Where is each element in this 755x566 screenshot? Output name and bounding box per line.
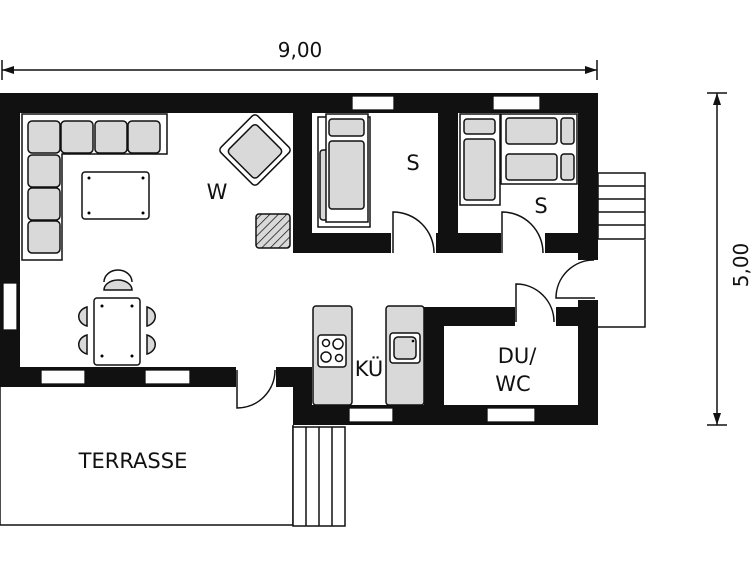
room-label-bedroom-2: S (534, 194, 547, 218)
depth-dimension: 5,00 (707, 92, 753, 426)
bed-bedroom-2 (500, 113, 578, 185)
side-stairs (597, 172, 646, 328)
kitchen-counter-stove (312, 305, 353, 406)
kitchen-counter-sink (385, 305, 425, 406)
width-label: 9,00 (278, 38, 323, 62)
room-label-living: W (207, 180, 228, 204)
room-label-bedroom-1: S (406, 151, 419, 175)
bed-bedroom-1 (317, 113, 371, 228)
armchair (219, 114, 291, 186)
corner-sofa (21, 113, 168, 261)
room-label-bath-line-1: DU/ (498, 344, 538, 368)
room-label-bath-line-2: WC (495, 372, 530, 396)
front-stairs (292, 426, 346, 527)
room-label-terrace: TERRASSE (78, 449, 188, 473)
coffee-table (81, 171, 150, 220)
room-label-kitchen: KÜ (355, 356, 384, 381)
dining-table (78, 269, 156, 366)
windows (2, 95, 541, 423)
depth-label: 5,00 (729, 243, 753, 288)
doors (236, 211, 595, 409)
width-dimension: 9,00 (1, 38, 598, 80)
bunk-bed-bedroom-2 (459, 113, 501, 206)
stove (255, 213, 291, 249)
